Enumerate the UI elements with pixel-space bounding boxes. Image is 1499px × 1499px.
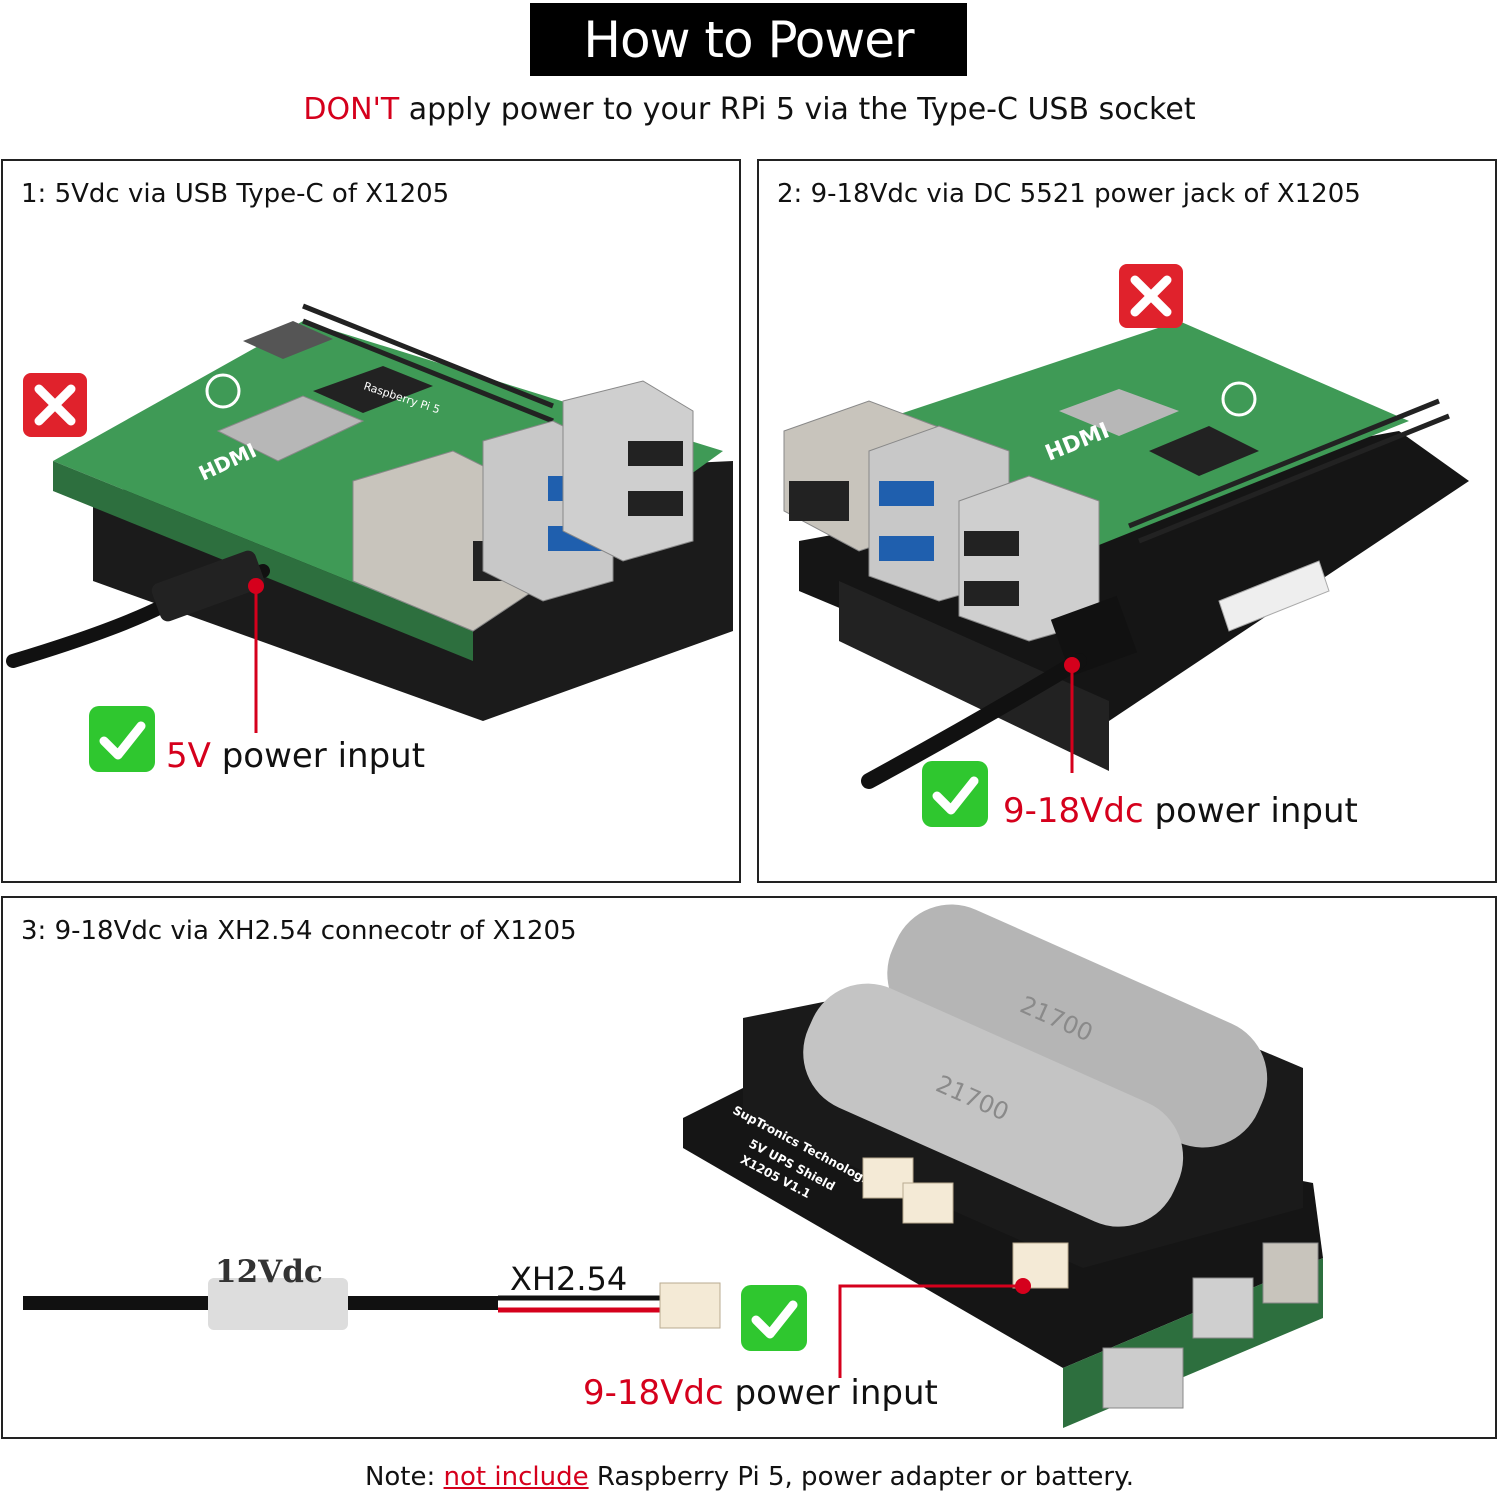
connector-label: XH2.54 bbox=[510, 1260, 628, 1298]
panel-title: 2: 9-18Vdc via DC 5521 power jack of X12… bbox=[777, 179, 1361, 209]
footnote: Note: not include Raspberry Pi 5, power … bbox=[364, 1462, 1135, 1492]
cable-tag-12vdc: 12Vdc bbox=[215, 1254, 323, 1290]
warning-text: apply power to your RPi 5 via the Type-C… bbox=[399, 92, 1196, 127]
note-emphasis: not include bbox=[443, 1462, 589, 1492]
port-vin: VIN bbox=[892, 1331, 920, 1355]
panel-usb-c: 1: 5Vdc via USB Type-C of X1205 Raspberr… bbox=[1, 159, 741, 883]
board-photo-xh254: 21700 21700 SupTronics Technologies 5V U… bbox=[23, 904, 1323, 1428]
panel-dc-jack: 2: 9-18Vdc via DC 5521 power jack of X12… bbox=[757, 159, 1497, 883]
board-photo-usb-c: Raspberry Pi 5 HDMI bbox=[6, 303, 733, 772]
power-input-label: 5V power input bbox=[166, 736, 426, 776]
page-title: How to Power bbox=[530, 3, 967, 76]
port-range: 9-18V bbox=[934, 1381, 976, 1412]
panel-title: 3: 9-18Vdc via XH2.54 connecotr of X1205 bbox=[21, 916, 577, 946]
warning-emphasis: DON'T bbox=[303, 92, 400, 127]
board-photo-dc-jack: HDMI bbox=[783, 264, 1469, 827]
panel-xh254: 3: 9-18Vdc via XH2.54 connecotr of X1205… bbox=[1, 896, 1497, 1439]
power-input-label: 9-18Vdc power input bbox=[1003, 791, 1358, 831]
warning-line: DON'T apply power to your RPi 5 via the … bbox=[0, 92, 1499, 127]
power-input-label: 9-18Vdc power input bbox=[583, 1373, 938, 1413]
panel-title: 1: 5Vdc via USB Type-C of X1205 bbox=[21, 179, 450, 209]
